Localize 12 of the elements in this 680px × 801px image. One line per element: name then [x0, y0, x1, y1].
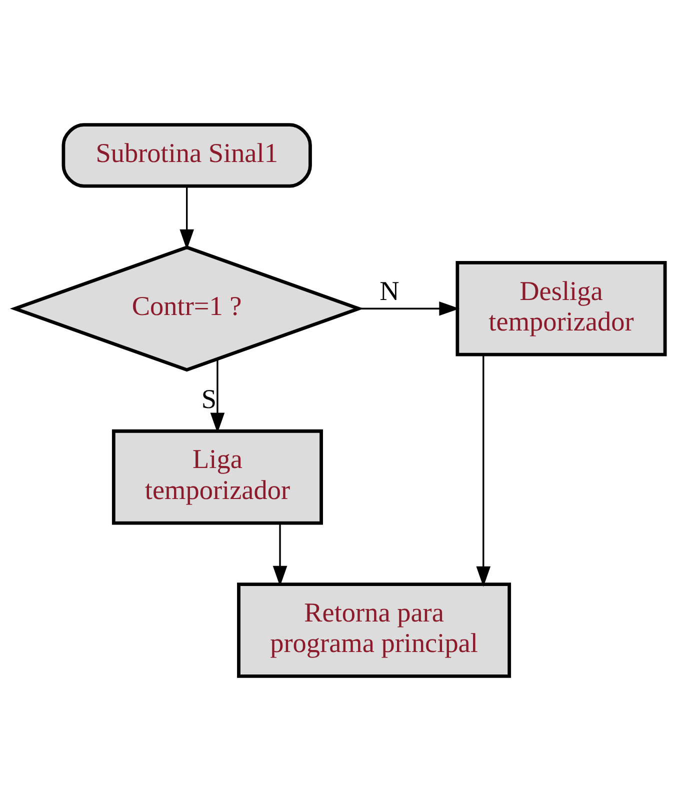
arrow — [210, 359, 225, 434]
node-box: Retorna para programa principal — [237, 582, 512, 678]
node-box: Liga temporizador — [112, 429, 323, 525]
node-box: Subrotina Sinal1 — [62, 123, 312, 188]
node-diamond: Contr=1 ? — [10, 246, 364, 372]
arrow — [272, 523, 288, 586]
arrow — [180, 186, 194, 250]
edge-label: S — [201, 384, 217, 414]
node-box: Desliga temporizador — [456, 260, 667, 356]
arrow — [476, 354, 491, 587]
edge-label: N — [380, 276, 400, 306]
arrow — [359, 301, 460, 316]
